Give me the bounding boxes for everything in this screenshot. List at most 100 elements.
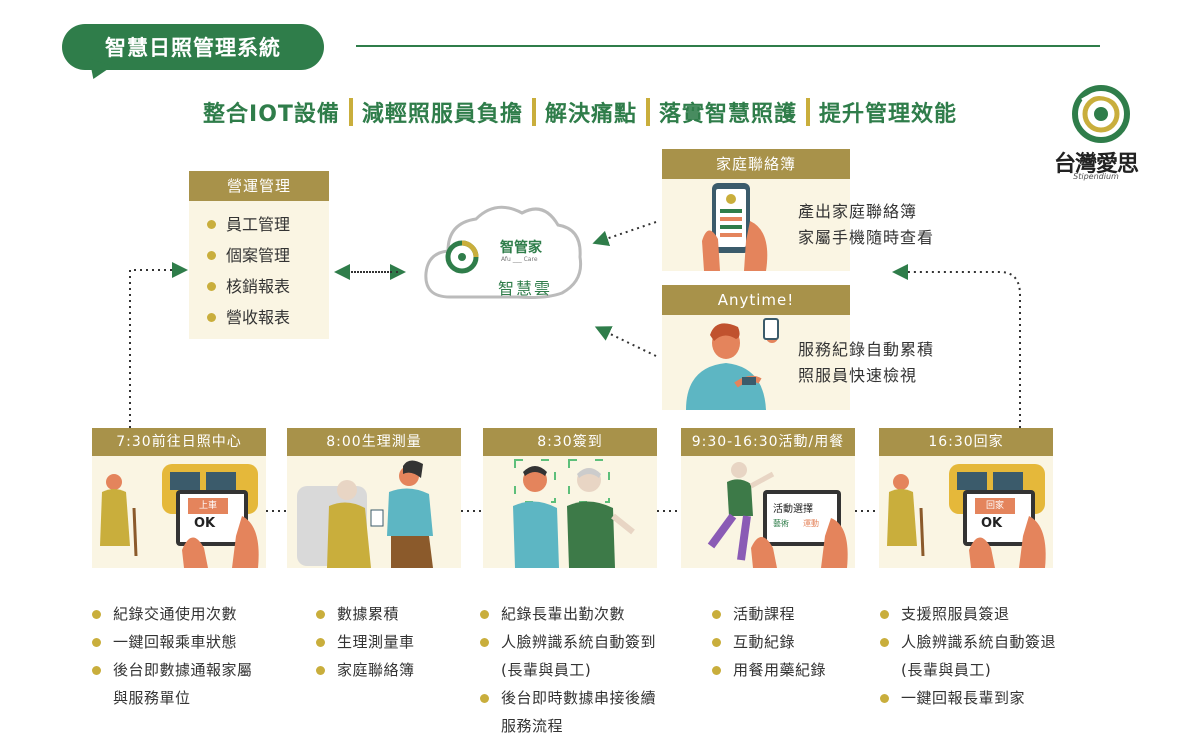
list-item: 一鍵回報長輩到家: [880, 684, 1100, 712]
list-item: 營收報表: [207, 302, 329, 333]
timeline-card-title: 8:00生理測量: [287, 428, 461, 456]
vitals-measure-icon: [297, 460, 433, 568]
cloud-icon: [424, 205, 583, 299]
list-item: 核銷報表: [207, 271, 329, 302]
bullet-dot-icon: [316, 610, 325, 619]
timeline-card-title: 16:30回家: [879, 428, 1053, 456]
list-item: 一鍵回報乘車狀態: [92, 628, 287, 656]
bus-tablet-icon: [100, 464, 259, 568]
tablet-status: OK: [981, 516, 1003, 531]
bullet-dot-icon: [92, 638, 101, 647]
anytime-title: Anytime!: [662, 285, 850, 315]
tablet-label: 上車: [188, 498, 228, 514]
list-item-continued: 與服務單位: [113, 689, 191, 707]
tablet-status: OK: [194, 516, 216, 531]
checkin-features: 紀錄長輩出勤次數 人臉辨識系統自動簽到 (長輩與員工) 後台即時數據串接後續 服…: [480, 600, 690, 740]
slogan-2: 減輕照服員負擔: [361, 102, 523, 127]
list-item: 人臉辨識系統自動簽到: [480, 628, 690, 656]
brand-logo-text: 台灣愛思: [1053, 151, 1139, 177]
list-item: 個案管理: [207, 240, 329, 271]
tablet-option: 藝術: [773, 519, 789, 528]
bullet-dot-icon: [480, 610, 489, 619]
slogan-3: 解決痛點: [544, 102, 637, 127]
slogan-separator: [531, 98, 536, 126]
bullet-dot-icon: [207, 313, 216, 322]
list-item: 支援照服員簽退: [880, 600, 1100, 628]
activities-features: 活動課程 互動紀錄 用餐用藥紀錄: [712, 600, 862, 684]
list-item: 員工管理: [207, 209, 329, 240]
timeline-card-commute: 7:30前往日照中心 上車 OK: [92, 428, 266, 568]
list-item: 紀錄交通使用次數: [92, 600, 287, 628]
bullet-dot-icon: [207, 220, 216, 229]
list-item: 紀錄長輩出勤次數: [480, 600, 690, 628]
slogan-separator: [805, 98, 810, 126]
cloud-label: 智慧雲: [498, 279, 553, 298]
brand-logo-subtext: Stipendium: [1073, 172, 1119, 181]
bullet-dot-icon: [316, 666, 325, 675]
brand-logo-icon: [1072, 85, 1130, 143]
list-item: 用餐用藥紀錄: [712, 656, 862, 684]
bullet-dot-icon: [880, 694, 889, 703]
slogan-1: 整合IOT設備: [203, 102, 340, 127]
timeline-card-return: 16:30回家 回家 OK: [879, 428, 1053, 568]
bullet-dot-icon: [92, 610, 101, 619]
bullet-dot-icon: [712, 666, 721, 675]
list-item: 活動課程: [712, 600, 862, 628]
commute-illustration: 上車 OK: [92, 456, 266, 568]
activity-tablet-icon: [707, 462, 848, 568]
vitals-illustration: [287, 456, 461, 568]
caregiver-icon: [686, 318, 779, 410]
timeline-card-title: 7:30前往日照中心: [92, 428, 266, 456]
tablet-label: 回家: [975, 498, 1015, 514]
list-item-continued: (長輩與員工): [501, 661, 592, 679]
slogan-separator: [348, 98, 353, 126]
operations-panel: 營運管理 員工管理 個案管理 核銷報表 營收報表: [189, 171, 329, 339]
phone-hand-icon: [702, 183, 768, 271]
timeline-card-checkin: 8:30簽到: [483, 428, 657, 568]
return-features: 支援照服員簽退 人臉辨識系統自動簽退 (長輩與員工) 一鍵回報長輩到家: [880, 600, 1100, 712]
tablet-option: 運動: [803, 519, 819, 528]
slogan-bar: 整合IOT設備 減輕照服員負擔 解決痛點 落實智慧照護 提升管理效能: [100, 96, 1060, 128]
list-item: 互動紀錄: [712, 628, 862, 656]
return-illustration: 回家 OK: [879, 456, 1053, 568]
bullet-dot-icon: [207, 282, 216, 291]
list-item-continued: (長輩與員工): [901, 661, 992, 679]
operations-list: 員工管理 個案管理 核銷報表 營收報表: [189, 201, 329, 333]
bullet-dot-icon: [316, 638, 325, 647]
activities-illustration: 活動選擇 藝術 運動: [681, 456, 855, 568]
list-item: 人臉辨識系統自動簽退: [880, 628, 1100, 656]
bus-tablet-icon: [887, 464, 1046, 568]
family-book-desc: 產出家庭聯絡簿 家屬手機隨時查看: [798, 202, 935, 247]
list-item: 後台即數據通報家屬: [92, 656, 287, 684]
bullet-dot-icon: [92, 666, 101, 675]
anytime-panel: Anytime! 服務紀錄自動累積 照服員快速檢視: [662, 285, 933, 410]
bullet-dot-icon: [712, 610, 721, 619]
vitals-features: 數據累積 生理測量車 家庭聯絡簿: [316, 600, 466, 684]
list-item: 數據累積: [316, 600, 466, 628]
page-title: 智慧日照管理系統: [62, 24, 324, 70]
tablet-label: 活動選擇: [773, 504, 813, 515]
commute-features: 紀錄交通使用次數 一鍵回報乘車狀態 後台即數據通報家屬 與服務單位: [92, 600, 287, 712]
timeline-card-title: 8:30簽到: [483, 428, 657, 456]
timeline-card-activities: 9:30-16:30活動/用餐 活動選擇 藝術 運動: [681, 428, 855, 568]
cloud-brand-subtext: Afu ___ Care: [501, 256, 538, 263]
timeline-card-title: 9:30-16:30活動/用餐: [681, 428, 855, 456]
operations-title: 營運管理: [189, 171, 329, 201]
slogan-5: 提升管理效能: [818, 102, 957, 127]
checkin-illustration: [483, 456, 657, 568]
face-recognition-icon: [513, 459, 635, 568]
bullet-dot-icon: [480, 694, 489, 703]
list-item: 生理測量車: [316, 628, 466, 656]
list-item: 後台即時數據串接後續: [480, 684, 690, 712]
list-item-continued: 服務流程: [501, 717, 564, 735]
timeline-card-vitals: 8:00生理測量: [287, 428, 461, 568]
bullet-dot-icon: [712, 638, 721, 647]
bullet-dot-icon: [880, 638, 889, 647]
slogan-4: 落實智慧照護: [658, 102, 797, 127]
slogan-separator: [645, 98, 650, 126]
bullet-dot-icon: [880, 610, 889, 619]
cloud-brand-name: 智管家: [500, 240, 542, 256]
anytime-desc: 服務紀錄自動累積 照服員快速檢視: [798, 340, 935, 385]
family-book-title: 家庭聯絡簿: [662, 149, 850, 179]
